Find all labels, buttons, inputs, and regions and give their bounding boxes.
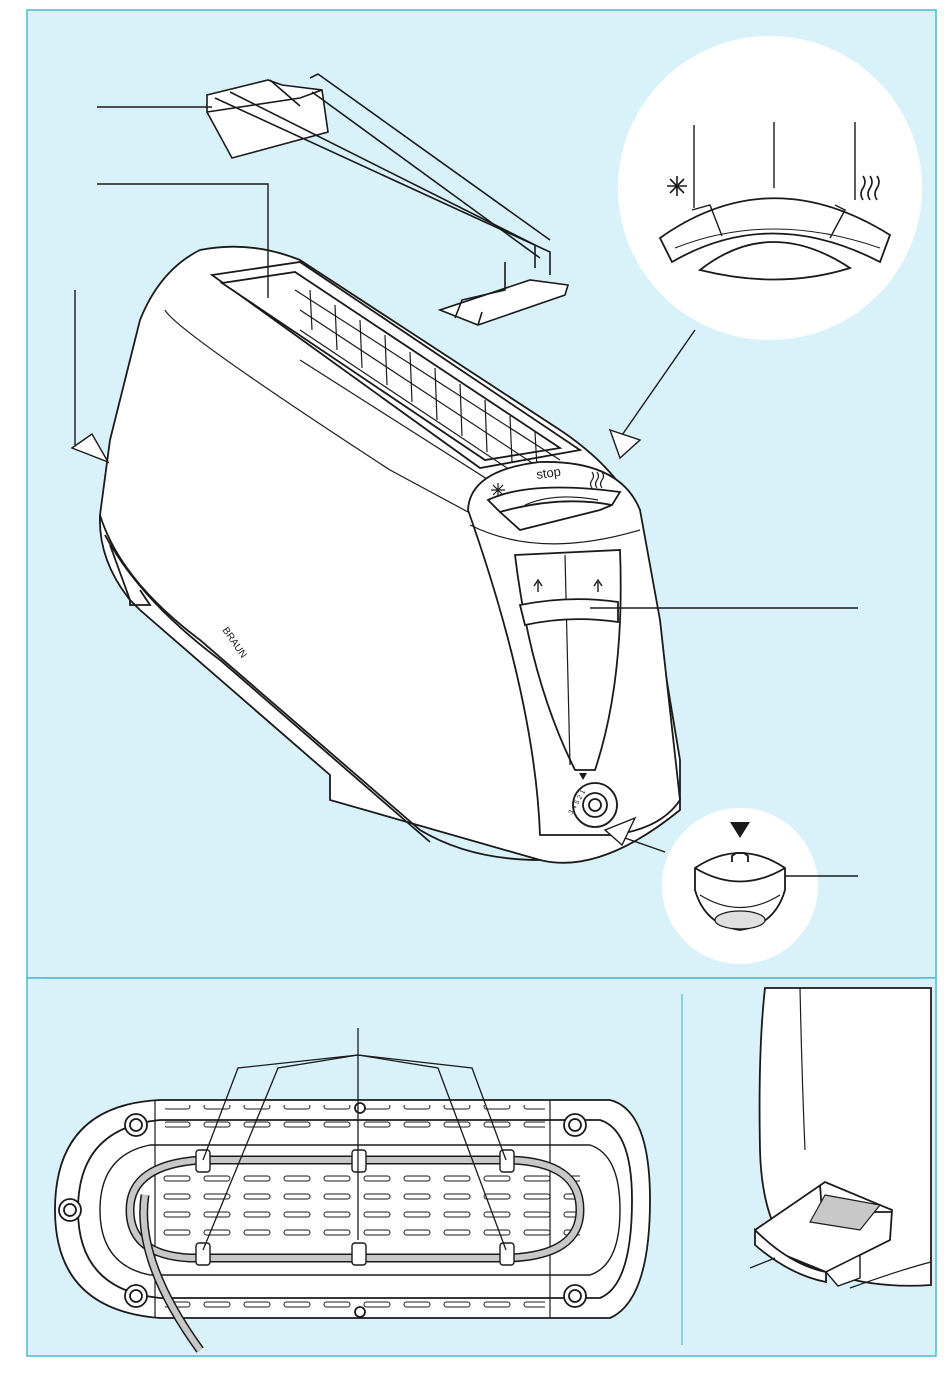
snowflake-icon	[491, 483, 505, 497]
detail-circle-dial	[662, 808, 818, 964]
crumb-tray-detail	[750, 988, 931, 1288]
toaster-underside	[55, 1100, 650, 1350]
snowflake-icon	[667, 176, 687, 196]
detail-circle-buttons	[618, 36, 922, 340]
